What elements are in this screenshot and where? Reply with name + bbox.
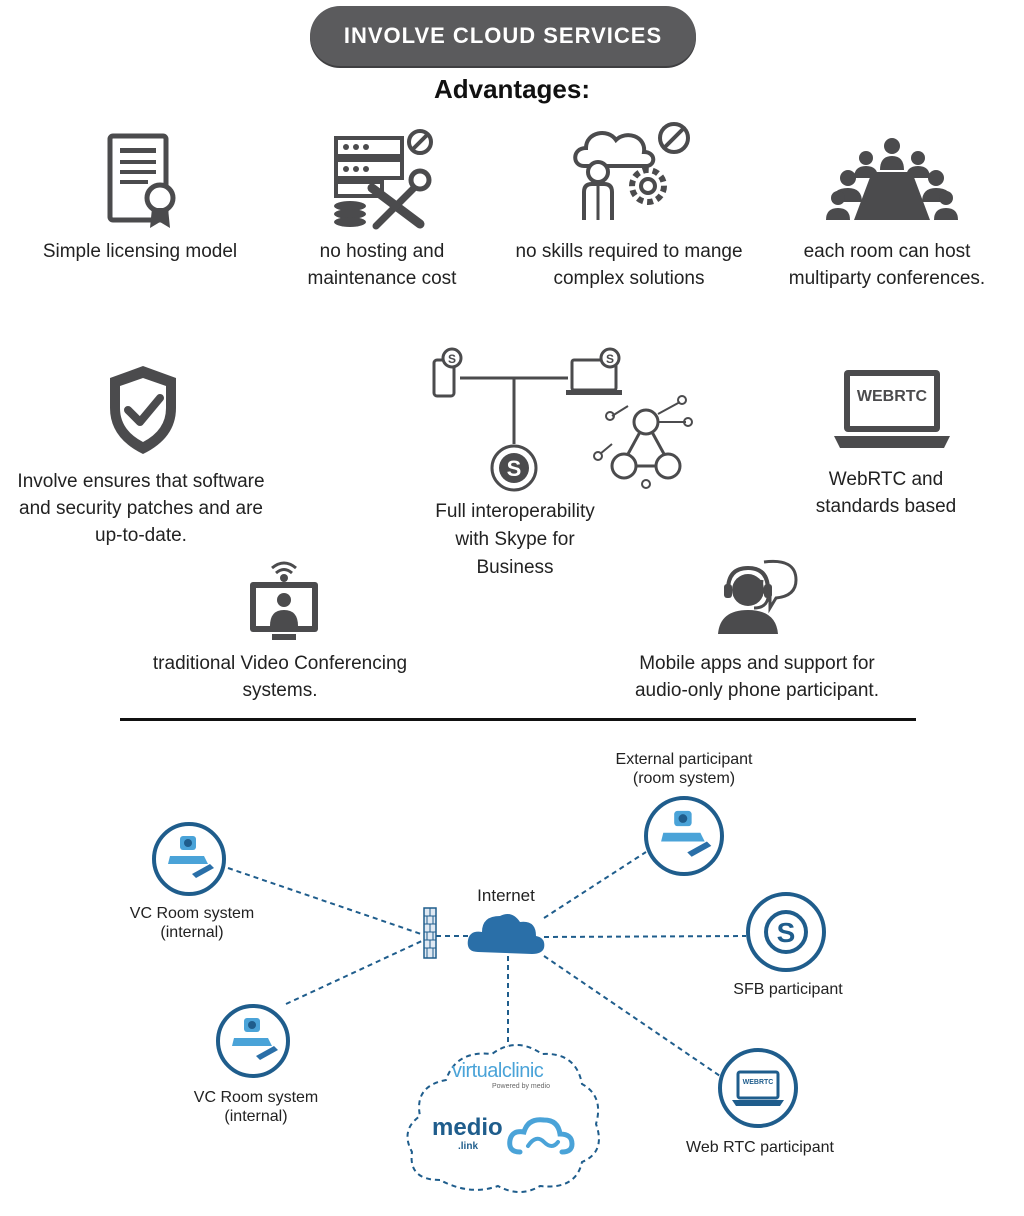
cloud-infinity-logo-icon [507, 1117, 575, 1155]
svg-text:S: S [448, 352, 456, 366]
laptop-shape [834, 370, 950, 448]
webrtc-node: WEBRTC [718, 1048, 798, 1128]
meeting-room-icon [826, 138, 958, 220]
caption-multiparty: each room can host multiparty conference… [788, 241, 986, 289]
virtualclinic-logo: virtualclinic [452, 1060, 544, 1082]
vc-room-label-1: VC Room system (internal) [129, 905, 255, 941]
vc-room-node-1 [152, 822, 226, 896]
room-system-icon [661, 810, 712, 857]
link-sfb [543, 935, 747, 938]
external-label: External participant (room system) [615, 751, 753, 787]
vc-room-node-2 [216, 1004, 290, 1078]
security-shield-icon [110, 366, 176, 454]
caption-vc: traditional Video Conferencing systems. [152, 653, 408, 701]
page-title: INVOLVE CLOUD SERVICES [343, 23, 663, 48]
title-banner: INVOLVE CLOUD SERVICES [310, 6, 696, 66]
room-system-icon [168, 836, 214, 878]
caption-security: Involve ensures that software and securi… [17, 471, 265, 546]
server-tools-icon [334, 129, 433, 230]
link-vc-room-1 [227, 867, 425, 936]
headset-support-icon [718, 559, 798, 634]
advantages-heading: Advantages: [433, 74, 591, 104]
sfb-label: SFB participant [733, 981, 843, 998]
powered-by-text: Powered by medio [492, 1083, 550, 1090]
link-vc-room-2 [285, 939, 425, 1005]
sfb-node: S [746, 892, 826, 972]
skype-icon: S [764, 910, 808, 954]
webrtc-laptop-small-icon [732, 1070, 784, 1106]
section-divider [120, 718, 916, 721]
medio-link-text: .link [458, 1141, 479, 1152]
caption-mobile: Mobile apps and support for audio-only p… [634, 653, 879, 701]
webrtc-node-screen-text: WEBRTC [742, 1079, 774, 1086]
caption-hosting: no hosting and maintenance cost [307, 241, 457, 289]
room-system-icon [232, 1018, 278, 1060]
person-cloud-gear-icon [573, 122, 690, 220]
link-external [543, 851, 647, 919]
external-node [644, 796, 724, 876]
caption-licensing: Simple licensing model [42, 241, 238, 262]
webrtc-laptop-icon: WEBRTC [834, 368, 950, 452]
svg-text:S: S [507, 456, 522, 481]
firewall-icon [423, 907, 437, 959]
webrtc-label: Web RTC participant [686, 1139, 834, 1156]
medio-logo: medio [432, 1114, 503, 1141]
caption-webrtc: WebRTC and standards based [815, 469, 957, 517]
caption-skype: Full interoperability with Skype for Bus… [435, 501, 595, 578]
certificate-icon [107, 133, 176, 228]
svg-text:S: S [777, 917, 796, 948]
internet-cloud-icon [467, 914, 545, 954]
skype-network-icon: S S S [432, 347, 693, 492]
svg-text:S: S [606, 352, 614, 366]
video-conference-icon [250, 561, 318, 640]
caption-skills: no skills required to mange complex solu… [515, 241, 743, 289]
vc-room-label-2: VC Room system (internal) [193, 1089, 319, 1125]
webrtc-screen-text: WEBRTC [856, 388, 928, 405]
services-cloud-outline [406, 1044, 600, 1193]
internet-label: Internet [477, 886, 535, 905]
